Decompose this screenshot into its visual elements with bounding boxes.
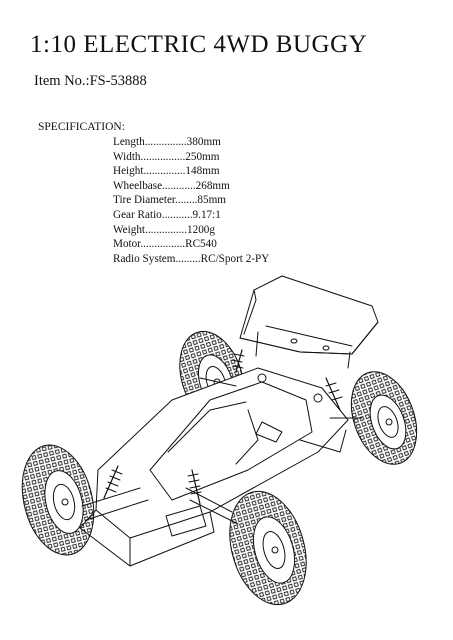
spec-label: Radio System......... xyxy=(113,252,201,265)
spec-row-tire-diameter: Tire Diameter........85mm xyxy=(113,193,269,208)
spec-value: 85mm xyxy=(197,194,227,207)
rear-right-wheel xyxy=(339,363,428,474)
buggy-body xyxy=(80,368,348,566)
spec-value: 9.17:1 xyxy=(192,208,221,221)
rear-wing xyxy=(240,276,378,368)
item-number: Item No.:FS-53888 xyxy=(34,73,147,89)
spec-label: Height............... xyxy=(113,165,186,178)
spec-label: Wheelbase............ xyxy=(113,179,196,192)
spec-row-weight: Weight...............1200g xyxy=(113,223,269,238)
front-left-wheel xyxy=(11,437,104,562)
front-suspension xyxy=(82,466,238,524)
spec-row-length: Length...............380mm xyxy=(113,135,269,150)
spec-row-motor: Motor................RC540 xyxy=(113,237,269,252)
spec-label: Tire Diameter........ xyxy=(113,194,198,207)
spec-label: Length............... xyxy=(113,136,187,148)
spec-label: Width................ xyxy=(113,150,186,163)
spec-row-gear-ratio: Gear Ratio...........9.17:1 xyxy=(113,208,269,223)
spec-value: RC/Sport 2-PY xyxy=(200,252,270,265)
specification-heading: SPECIFICATION: xyxy=(38,121,125,133)
spec-value: 268mm xyxy=(195,179,230,192)
specification-list: Length...............380mm Width........… xyxy=(113,135,269,266)
spec-value: 1200g xyxy=(187,223,215,236)
spec-label: Weight............... xyxy=(113,223,187,236)
spec-value: RC540 xyxy=(185,238,217,251)
spec-row-width: Width................250mm xyxy=(113,150,269,165)
document-title: 1:10 ELECTRIC 4WD BUGGY xyxy=(30,31,368,58)
spec-value: 250mm xyxy=(185,150,220,163)
spec-row-radio-system: Radio System.........RC/Sport 2-PY xyxy=(113,252,269,267)
spec-label: Gear Ratio........... xyxy=(113,208,193,221)
spec-value: 148mm xyxy=(185,165,220,178)
spec-row-wheelbase: Wheelbase............268mm xyxy=(113,179,269,194)
spec-label: Motor................ xyxy=(113,238,186,251)
rear-suspension xyxy=(200,350,362,418)
spec-row-height: Height...............148mm xyxy=(113,164,269,179)
front-right-wheel xyxy=(217,482,318,613)
spec-value: 380mm xyxy=(186,136,221,148)
